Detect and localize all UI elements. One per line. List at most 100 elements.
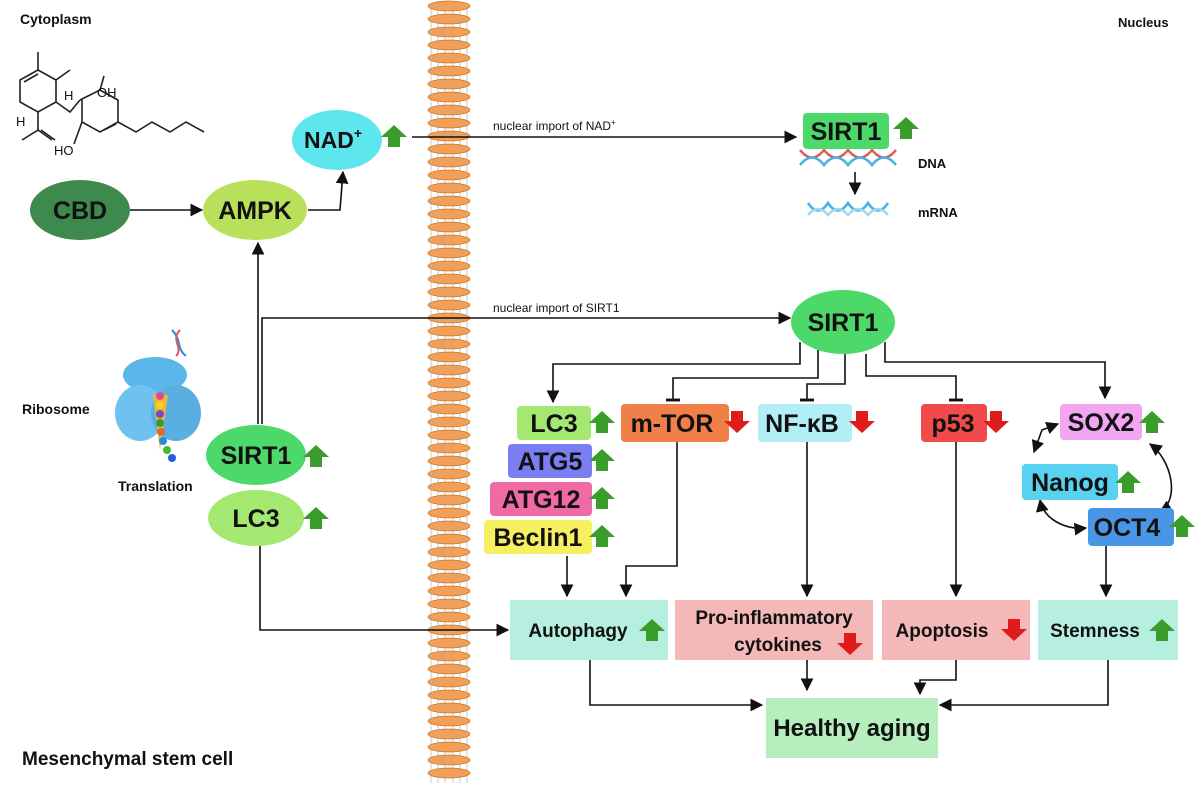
membrane-lipid-head (427, 676, 471, 688)
membrane-lipid-head (427, 455, 471, 467)
membrane-lipid-head (427, 364, 471, 376)
sirt1-top-label: SIRT1 (811, 118, 882, 146)
membrane-lipid-head (427, 130, 471, 142)
edge-mtor-autophagy (619, 442, 678, 598)
cbd-label: CBD (53, 197, 107, 225)
healthy-aging-node (766, 698, 938, 758)
up-arrow-icon-atg5 (589, 449, 615, 471)
edge-lc3-autophagy (259, 545, 510, 637)
edges (130, 130, 1174, 712)
membrane-lipid-head (427, 559, 471, 571)
nanog-label: Nanog (1031, 469, 1109, 497)
oh-label-bottom: HO (54, 143, 74, 158)
edge-sirt1-nfkb (799, 354, 846, 402)
beclin1-label: Beclin1 (494, 524, 583, 552)
cytoplasm-label: Cytoplasm (20, 11, 92, 27)
ampk-label: AMPK (218, 197, 292, 225)
edge-sox2-nanog (1031, 422, 1060, 454)
membrane-lipid-head (427, 429, 471, 441)
sox2-node (1060, 404, 1142, 440)
membrane-lipid-head (427, 338, 471, 350)
ribosome-icon (115, 329, 201, 462)
mtor-label: m-TOR (631, 410, 714, 438)
membrane-lipid-head (427, 520, 471, 532)
membrane-lipid-head (427, 104, 471, 116)
membrane-lipid-head (427, 208, 471, 220)
edge-sox2-oct4 (1148, 443, 1174, 513)
up-arrow-icon-lc3 (589, 411, 615, 433)
beclin1-node (484, 520, 592, 554)
mrna-icon (806, 200, 890, 217)
edge-sirt1-mtor (665, 350, 819, 402)
membrane-lipid-head (427, 754, 471, 766)
membrane-lipid-head (427, 403, 471, 415)
membrane-lipid-head (427, 247, 471, 259)
atg5-label: ATG5 (518, 448, 583, 476)
cbd-molecule-icon (19, 52, 205, 145)
membrane-lipid-head (427, 546, 471, 558)
oct4-node (1088, 508, 1174, 546)
nfkb-label: NF-κB (765, 410, 839, 438)
membrane-lipid-head (427, 286, 471, 298)
membrane-lipid-head (427, 52, 471, 64)
sox2-label: SOX2 (1068, 409, 1135, 437)
nfkb-node (758, 404, 852, 442)
atg12-label: ATG12 (502, 486, 581, 514)
membrane-lipid-head (427, 260, 471, 272)
membrane-lipid-head (427, 325, 471, 337)
h-label-1: H (64, 88, 73, 103)
membrane-lipid-head (427, 91, 471, 103)
membrane-lipid-head (427, 598, 471, 610)
sirt1-top-node (803, 113, 889, 149)
atg5-node (508, 444, 592, 478)
sirt1-main-node (791, 290, 895, 354)
edge-stemness-healthy (938, 660, 1109, 712)
sirt1-main-label: SIRT1 (808, 309, 879, 337)
cell-membrane (427, 0, 471, 783)
membrane-lipid-head (427, 390, 471, 402)
membrane-lipid-head (427, 416, 471, 428)
oct4-label: OCT4 (1094, 514, 1161, 542)
up-arrow-icon-sox2 (1139, 411, 1165, 433)
mrna-label: mRNA (918, 205, 958, 220)
lc3-cyto-node (208, 490, 304, 546)
membrane-lipid-head (427, 143, 471, 155)
ampk-node (203, 180, 307, 240)
cell-label: Mesenchymal stem cell (22, 749, 233, 770)
healthy-aging-label: Healthy aging (773, 715, 930, 742)
membrane-lipid-head (427, 26, 471, 38)
membrane-lipid-head (427, 65, 471, 77)
membrane-lipid-head (427, 507, 471, 519)
h-label-2: H (16, 114, 25, 129)
membrane-lipid-head (427, 182, 471, 194)
membrane-lipid-head (427, 767, 471, 779)
proinflam-label-1: Pro-inflammatory (695, 608, 853, 629)
membrane-lipid-head (427, 468, 471, 480)
membrane-lipid-head (427, 728, 471, 740)
apoptosis-label: Apoptosis (896, 621, 989, 642)
translation-label: Translation (118, 478, 193, 494)
up-arrow-icon-nad (381, 125, 407, 147)
membrane-lipid-head (427, 533, 471, 545)
edge-sirt1-lc3 (546, 342, 801, 404)
membrane-lipid-head (427, 741, 471, 753)
down-arrow-icon-nfkb (849, 411, 875, 433)
membrane-lipid-head (427, 689, 471, 701)
proinflam-label-2: cytokines (734, 635, 822, 656)
p53-label: p53 (931, 410, 974, 438)
membrane-lipid-head (427, 117, 471, 129)
up-arrow-icon-atg12 (589, 487, 615, 509)
membrane-lipid-head (427, 39, 471, 51)
nad-label: NAD+ (304, 125, 362, 153)
membrane-lipid-head (427, 611, 471, 623)
membrane-lipid-head (427, 221, 471, 233)
sirt1-cyto-node (206, 425, 306, 485)
nucleus-label: Nucleus (1118, 15, 1169, 30)
stemness-label: Stemness (1050, 621, 1140, 642)
edge-sirt1-import (261, 311, 792, 424)
oh-label-top: OH (97, 85, 117, 100)
membrane-lipid-head (427, 13, 471, 25)
membrane-lipid-head (427, 195, 471, 207)
edge-apoptosis-healthy (913, 660, 957, 696)
